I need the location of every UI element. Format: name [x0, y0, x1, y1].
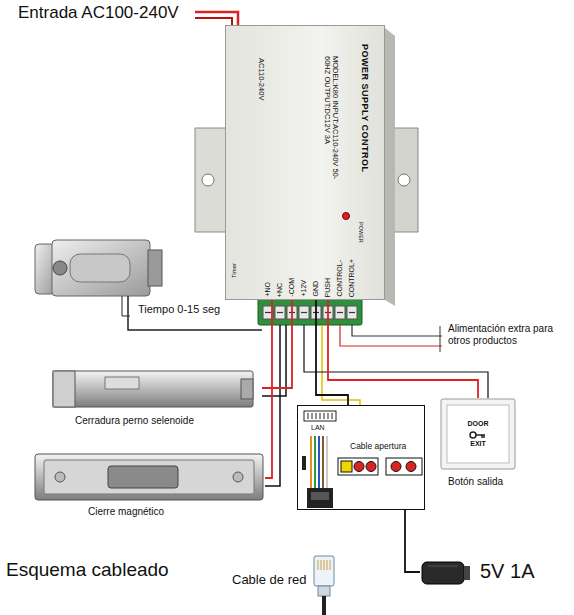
mount-hole	[202, 174, 214, 186]
extra-power-note: Alimentación extra para otros productos	[448, 323, 570, 346]
pin-label: +NO	[264, 282, 272, 297]
wire-connector	[316, 300, 348, 405]
port-label: LAN	[311, 424, 325, 432]
pin-label: Timer	[231, 263, 238, 278]
rim-lock	[35, 240, 162, 296]
pin-label: CONTROL+	[348, 259, 356, 297]
terminal-screw	[275, 306, 285, 319]
input-marking: AC110-240V	[256, 58, 265, 100]
adapter-rating: 5V 1A	[480, 560, 534, 583]
input-label: Entrada AC100-240V	[18, 3, 179, 23]
pin-label: GND	[312, 281, 320, 297]
power-adapter: 5V 1A	[420, 552, 565, 594]
device-spec: MODEL:K80 INPUT:AC110-240V 50-60HZ OUTPU…	[322, 56, 339, 184]
part-caption: Botón salida	[448, 476, 503, 488]
mount-hole	[398, 174, 410, 186]
access-controller: LAN Cable apertura	[297, 405, 425, 510]
part-caption: Cerradura perno selenoide	[75, 415, 194, 427]
pin-label: +12V	[300, 280, 308, 297]
box-side	[385, 28, 395, 306]
terminal-screw	[265, 312, 271, 313]
solenoid-lock: Cerradura perno selenoide	[45, 365, 262, 432]
diagram-title: Esquema cableado	[6, 559, 169, 581]
wire-connector	[405, 510, 420, 572]
terminal-screw	[277, 312, 283, 313]
power-supply-box: POWER SUPPLY CONTROL MODEL:K80 INPUT:AC11…	[225, 25, 385, 300]
terminal-screw	[349, 312, 355, 313]
part-caption: Cierre magnético	[88, 506, 164, 518]
terminal-block	[258, 298, 362, 325]
led-label: POWER	[358, 222, 364, 243]
bracket	[440, 326, 441, 352]
wire-connector	[262, 300, 292, 388]
pin-label: CONTROL-	[336, 260, 344, 297]
timer-note: Tiempo 0-15 seg	[137, 303, 221, 316]
rim-lock-wire	[128, 296, 262, 330]
terminal-screw	[299, 306, 309, 319]
terminal-screw	[337, 312, 343, 313]
cable-label: Cable de red	[232, 573, 306, 588]
lock-wire	[262, 325, 286, 396]
network-plug	[314, 556, 334, 615]
button-text: DOOR EXIT	[460, 414, 496, 454]
access-controller-drawing	[298, 406, 426, 511]
device-title: POWER SUPPLY CONTROL	[360, 44, 370, 173]
mount-flange	[195, 128, 227, 232]
extra-power-wire	[352, 325, 442, 336]
pin-label: PUSH	[324, 278, 332, 297]
wire-connector	[265, 300, 272, 478]
wire-connector	[328, 300, 478, 398]
terminal-screw	[301, 312, 307, 313]
terminal-screw	[347, 306, 357, 319]
pin-label: -COM	[288, 278, 296, 297]
magnetic-lock: Cierre magnético	[30, 450, 265, 522]
rim-lock-wire	[122, 296, 130, 316]
extra-power-wire	[340, 325, 442, 346]
exit-button: DOOR EXIT Botón salida	[440, 398, 520, 492]
pin-label: +NC	[276, 283, 284, 297]
terminal-label: Cable apertura	[350, 442, 406, 452]
terminal-screw	[335, 306, 345, 319]
